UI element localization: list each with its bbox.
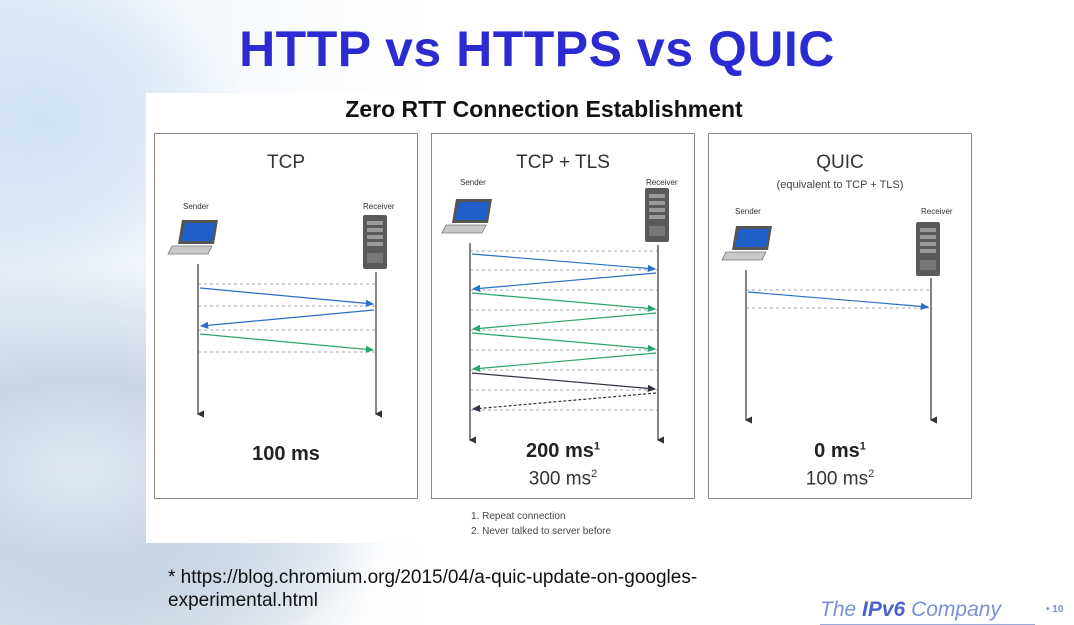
timing-main: 200 ms1 — [526, 440, 600, 462]
server-tower-icon — [645, 188, 669, 242]
timing-main: 100 ms — [252, 443, 320, 465]
source-line-1: * https://blog.chromium.org/2015/04/a-qu… — [168, 567, 698, 588]
laptop-icon — [721, 225, 773, 261]
source-line-2: experimental.html — [168, 590, 318, 611]
laptop-icon — [441, 198, 493, 234]
slide-title: HTTP vs HTTPS vs QUIC — [239, 21, 835, 77]
timing-secondary: 100 ms2 — [805, 468, 875, 490]
brand-logo: The IPv6 Company — [820, 598, 1001, 622]
panel-title: TCP + TLS — [516, 152, 610, 173]
footnote-2: 2. Never talked to server before — [471, 526, 612, 537]
timing-main: 0 ms1 — [814, 440, 866, 462]
tcp-diagram — [167, 215, 387, 418]
footnotes: 1. Repeat connection 2. Never talked to … — [471, 509, 611, 539]
receiver-label: Receiver — [363, 202, 395, 211]
tcp-tls-diagram — [441, 188, 669, 444]
panel-title: QUIC — [816, 152, 864, 173]
source-reference: * https://blog.chromium.org/2015/04/a-qu… — [168, 566, 697, 612]
quic-diagram — [721, 222, 940, 424]
diagram-subtitle: Zero RTT Connection Establishment — [345, 96, 743, 122]
panel-note: (equivalent to TCP + TLS) — [776, 179, 904, 191]
server-tower-icon — [916, 222, 940, 276]
footnote-1: 1. Repeat connection — [471, 511, 566, 522]
sender-label: Sender — [183, 202, 209, 211]
sender-label: Sender — [735, 207, 761, 216]
brand-main: IPv6 — [862, 598, 906, 621]
panel-title: TCP — [267, 152, 305, 173]
laptop-icon — [167, 219, 219, 255]
panel-quic: QUIC (equivalent to TCP + TLS) Sender Re… — [708, 133, 972, 499]
page-number: • 10 — [1046, 604, 1064, 615]
brand-prefix: The — [820, 598, 863, 621]
timing-secondary: 300 ms2 — [528, 468, 598, 490]
brand-suffix: Company — [905, 598, 1001, 621]
server-tower-icon — [363, 215, 387, 269]
receiver-label: Receiver — [646, 178, 678, 187]
sender-label: Sender — [460, 178, 486, 187]
receiver-label: Receiver — [921, 207, 953, 216]
